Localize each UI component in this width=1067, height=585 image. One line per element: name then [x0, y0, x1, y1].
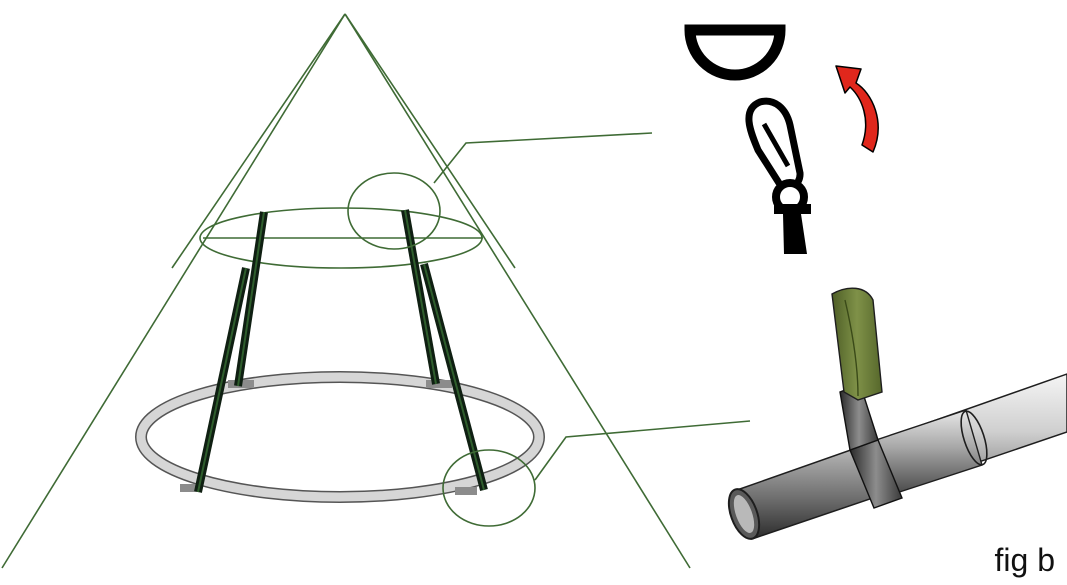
pole-highlight — [404, 209, 437, 385]
tent-outline-icon — [1, 13, 691, 569]
ring-joint — [180, 484, 200, 492]
pole-highlight — [197, 267, 247, 493]
figure-label: fig b — [994, 542, 1055, 578]
strap-clip-on-pole-icon — [727, 287, 1067, 540]
pole-highlight — [237, 211, 265, 387]
buckle-bar — [774, 204, 811, 214]
d-ring-icon — [684, 24, 786, 81]
bottom-ring — [135, 371, 545, 503]
rotate-arrow-icon — [835, 65, 879, 153]
frame-poles — [194, 209, 488, 493]
strap-tab — [783, 214, 807, 254]
carabiner-icon — [745, 97, 811, 254]
top-ring — [199, 207, 483, 269]
ring-joint — [426, 380, 452, 388]
callout-top — [347, 132, 653, 250]
callout-bottom — [442, 420, 751, 527]
ring-joint — [455, 487, 477, 495]
